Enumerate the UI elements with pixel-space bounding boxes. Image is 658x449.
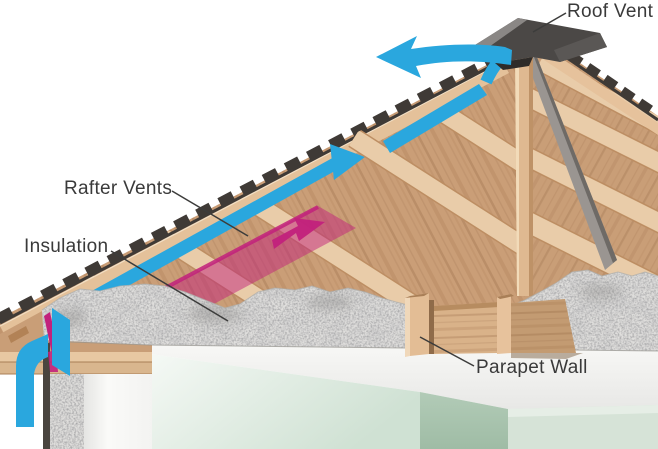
- ceiling-slab: [150, 343, 658, 409]
- airflow-arrowhead-mid: [330, 144, 365, 180]
- leader-lines: [110, 12, 567, 367]
- soffit-intake-airflow: [16, 308, 70, 427]
- label-insulation: Insulation: [24, 236, 109, 257]
- leader-roof-vent: [532, 12, 567, 33]
- right-fascia: [544, 50, 658, 135]
- pink-airflow-arrow: [272, 218, 325, 249]
- wall-top-plate: [0, 352, 152, 362]
- label-roof-vent: Roof Vent: [567, 1, 654, 22]
- hip-board-edge: [529, 42, 617, 263]
- right-shingle-edge: [551, 39, 653, 113]
- left-fascia: [0, 62, 509, 337]
- leader-rafter-vents: [171, 190, 249, 237]
- label-parapet-wall: Parapet Wall: [476, 357, 588, 378]
- left-shingle-edge: [0, 52, 501, 322]
- airflow-soffit-elbow: [52, 308, 70, 376]
- interior-walls: [150, 354, 658, 449]
- interior-wall-face: [84, 374, 152, 449]
- wall-left-room: [150, 354, 420, 449]
- leader-insulation: [110, 250, 229, 322]
- king-post: [515, 47, 533, 296]
- label-rafter-vents: Rafter Vents: [64, 178, 173, 199]
- hip-board: [521, 42, 617, 270]
- leader-parapet-wall: [419, 336, 475, 367]
- parapet-wall: [405, 293, 583, 359]
- airflow-intake-strip: [16, 334, 48, 427]
- wall-sheathing-edge: [43, 342, 50, 449]
- airflow-channel: [52, 84, 524, 325]
- airflow-exit-arrow: [376, 36, 512, 78]
- wall-sage-facet: [420, 392, 508, 449]
